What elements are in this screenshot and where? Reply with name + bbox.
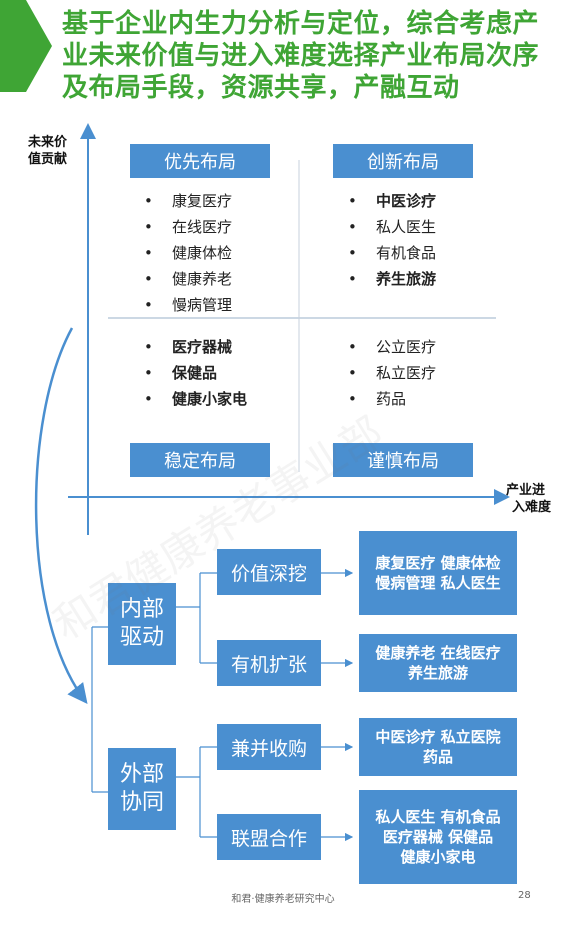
list-item-text: 康复医疗 <box>172 192 233 210</box>
result-line: 康复医疗 健康体检 <box>375 554 501 572</box>
list-item-text: 健康小家电 <box>172 390 248 408</box>
bullet-icon: • <box>348 244 357 262</box>
header-accent-bar <box>0 0 26 92</box>
list-item-text: 中医诊疗 <box>376 192 437 210</box>
method-alliance: 联盟合作 <box>217 814 321 860</box>
result-box-alliance: 私人医生 有机食品医疗器械 保健品健康小家电 <box>359 790 517 884</box>
bullet-icon: • <box>348 390 357 408</box>
page-number: 28 <box>518 890 531 901</box>
list-item: • 保健品 <box>144 360 247 386</box>
list-item: • 健康体检 <box>144 240 232 266</box>
quadrant-title-innovation: 创新布局 <box>333 144 473 178</box>
page-title: 基于企业内生力分析与定位，综合考虑产业未来价值与进入难度选择产业布局次序及布局手… <box>62 9 540 103</box>
list-item: • 健康养老 <box>144 266 232 292</box>
bullet-icon: • <box>144 192 153 210</box>
list-item: • 中医诊疗 <box>348 188 436 214</box>
quadrant-title-priority: 优先布局 <box>130 144 270 178</box>
list-item-text: 私立医疗 <box>376 364 437 382</box>
result-line: 中医诊疗 私立医院 <box>375 728 501 746</box>
result-box-organic-expansion: 健康养老 在线医疗养生旅游 <box>359 634 517 692</box>
result-line: 私人医生 有机食品 <box>375 808 501 826</box>
list-item: • 公立医疗 <box>348 334 436 360</box>
result-line: 药品 <box>422 748 453 766</box>
bullet-icon: • <box>348 192 357 210</box>
quadrant-title-stable: 稳定布局 <box>130 443 270 477</box>
list-item-text: 保健品 <box>172 364 218 382</box>
list-item-text: 健康养老 <box>172 270 233 288</box>
driver-external: 外部 协同 <box>108 748 176 830</box>
bullet-icon: • <box>348 270 357 288</box>
result-line: 养生旅游 <box>407 664 468 682</box>
method-value-deepening: 价值深挖 <box>217 549 321 595</box>
header-arrow-icon <box>26 0 52 92</box>
list-item: • 私人医生 <box>348 214 436 240</box>
result-box-merger-acquisition: 中医诊疗 私立医院药品 <box>359 718 517 776</box>
bullet-icon: • <box>144 390 153 408</box>
method-merger-acquisition: 兼并收购 <box>217 724 321 770</box>
bullet-icon: • <box>144 338 153 356</box>
result-line: 医疗器械 保健品 <box>382 828 494 846</box>
list-item: • 慢病管理 <box>144 292 232 318</box>
bullet-icon: • <box>348 364 357 382</box>
result-line: 健康小家电 <box>400 848 476 866</box>
bullet-icon: • <box>348 338 357 356</box>
list-item: • 药品 <box>348 386 436 412</box>
quadrant-list-priority: • 康复医疗 • 在线医疗 • 健康体检 • 健康养老 • 慢病管理 <box>144 188 232 318</box>
x-axis-label: 产业进 入难度 <box>506 483 552 515</box>
list-item-text: 私人医生 <box>376 218 437 236</box>
bullet-icon: • <box>144 218 153 236</box>
list-item-text: 在线医疗 <box>172 218 233 236</box>
bullet-icon: • <box>144 270 153 288</box>
list-item-text: 公立医疗 <box>376 338 437 356</box>
quadrant-title-cautious: 谨慎布局 <box>333 443 473 477</box>
quadrant-list-innovation: • 中医诊疗 • 私人医生 • 有机食品 • 养生旅游 <box>348 188 436 292</box>
list-item-text: 养生旅游 <box>376 270 437 288</box>
quadrant-list-stable: • 医疗器械 • 保健品 • 健康小家电 <box>144 334 247 412</box>
list-item-text: 慢病管理 <box>172 296 233 314</box>
result-line: 健康养老 在线医疗 <box>375 644 501 662</box>
y-axis-label: 未来价 值贡献 <box>28 135 68 167</box>
bullet-icon: • <box>144 296 153 314</box>
list-item-text: 医疗器械 <box>172 338 233 356</box>
list-item: • 医疗器械 <box>144 334 247 360</box>
list-item-text: 有机食品 <box>376 244 437 262</box>
list-item: • 私立医疗 <box>348 360 436 386</box>
list-item: • 养生旅游 <box>348 266 436 292</box>
result-line: 慢病管理 私人医生 <box>375 574 501 592</box>
list-item: • 康复医疗 <box>144 188 232 214</box>
bullet-icon: • <box>144 244 153 262</box>
result-box-value-deepening: 康复医疗 健康体检慢病管理 私人医生 <box>359 531 517 615</box>
quadrant-list-cautious: • 公立医疗 • 私立医疗 • 药品 <box>348 334 436 412</box>
driver-internal: 内部 驱动 <box>108 583 176 665</box>
list-item: • 在线医疗 <box>144 214 232 240</box>
bullet-icon: • <box>144 364 153 382</box>
footer-text: 和君·健康养老研究中心 <box>231 894 335 905</box>
bullet-icon: • <box>348 218 357 236</box>
tree-connector-main <box>91 626 108 793</box>
list-item: • 健康小家电 <box>144 386 247 412</box>
list-item-text: 药品 <box>376 390 407 408</box>
method-organic-expansion: 有机扩张 <box>217 640 321 686</box>
list-item: • 有机食品 <box>348 240 436 266</box>
list-item-text: 健康体检 <box>172 244 233 262</box>
feedback-curve-arrow <box>34 327 88 704</box>
